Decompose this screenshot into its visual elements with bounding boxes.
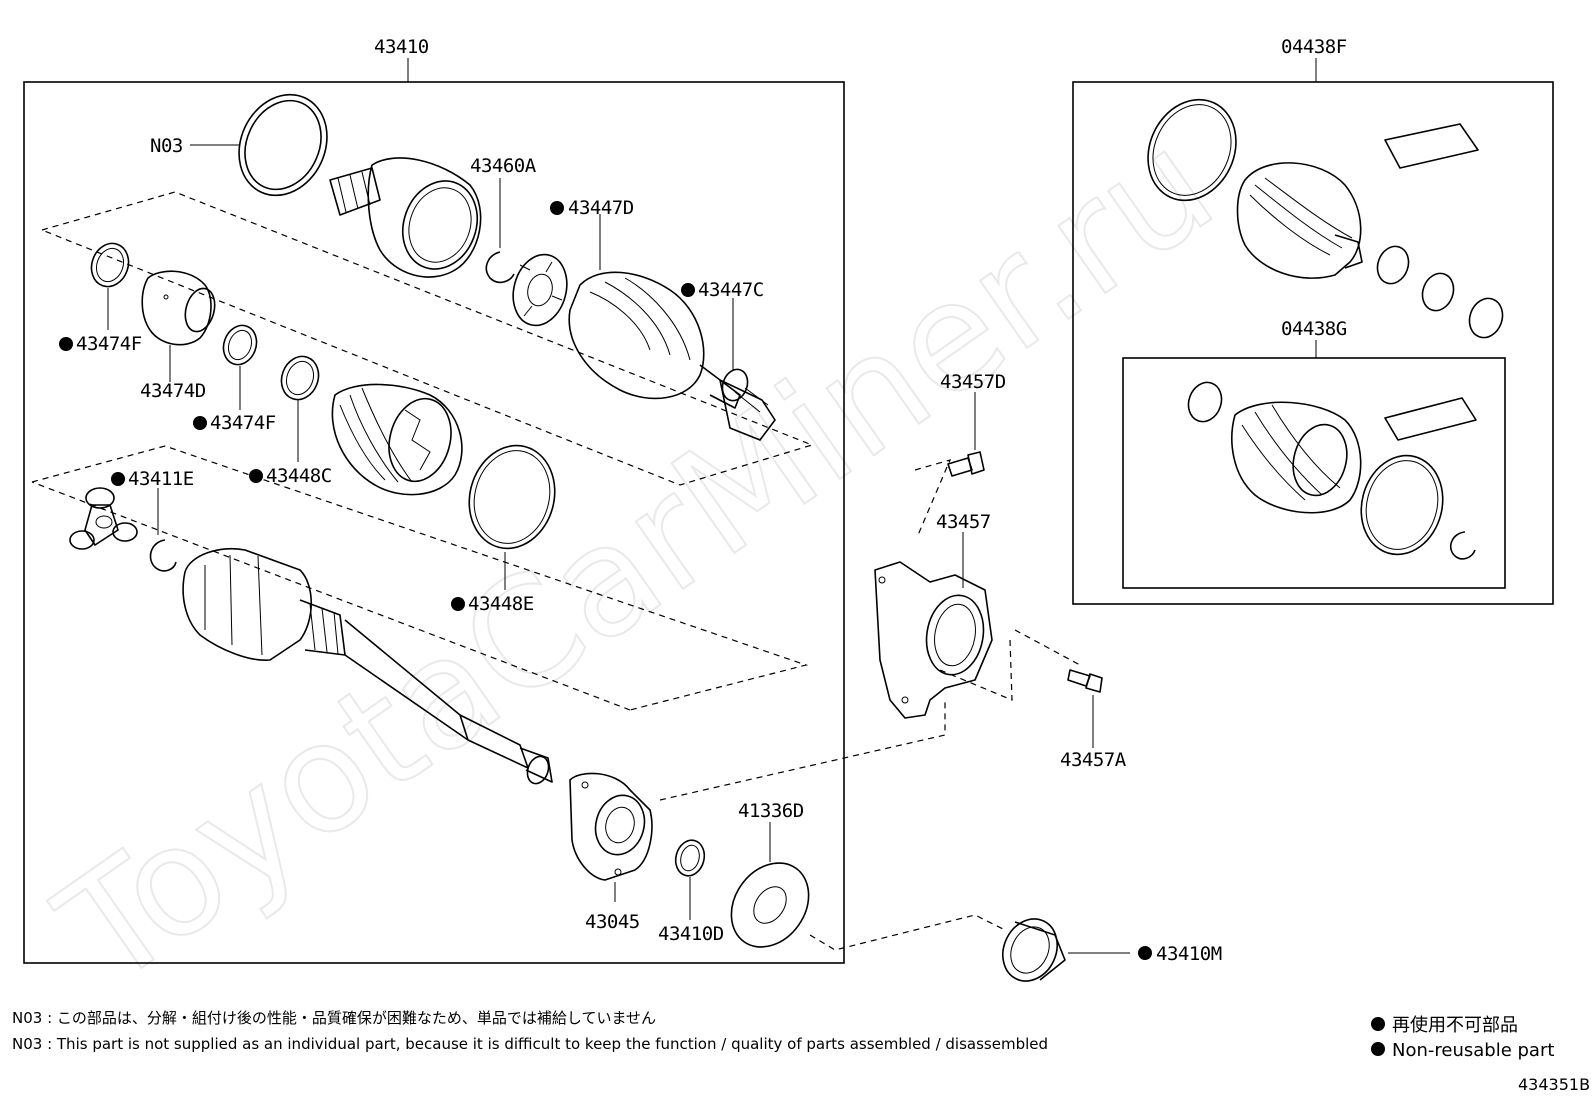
label-43474F-b[interactable]: 43474F xyxy=(210,412,276,434)
watermark: ToyotaCarMiner.ru xyxy=(30,98,1243,1020)
note-en: N03 : This part is not supplied as an in… xyxy=(12,1035,1048,1053)
label-43410[interactable]: 43410 xyxy=(374,36,429,58)
label-n03[interactable]: N03 xyxy=(150,135,183,157)
kit-g-parts[interactable] xyxy=(1183,378,1477,564)
bolt-43457D[interactable] xyxy=(947,451,985,477)
washer-41336D[interactable] xyxy=(716,848,825,962)
clamp-43447C[interactable] xyxy=(718,366,751,404)
label-41336D[interactable]: 41336D xyxy=(738,800,804,822)
legend-jp: 再使用不可部品 xyxy=(1392,1015,1518,1036)
seal-43410M[interactable] xyxy=(993,910,1067,990)
note-jp: N03 : この部品は、分解・組付け後の性能・品質確保が困難なため、単品では補給… xyxy=(12,1009,656,1027)
label-43457A[interactable]: 43457A xyxy=(1060,749,1127,771)
label-43448E[interactable]: 43448E xyxy=(468,593,534,615)
boot-inboard[interactable] xyxy=(331,383,463,496)
label-04438G[interactable]: 04438G xyxy=(1281,318,1347,340)
legend-bullet-en xyxy=(1371,1042,1385,1056)
kit-f-parts[interactable] xyxy=(1132,85,1508,342)
label-43410M[interactable]: 43410M xyxy=(1156,943,1222,965)
clamp-43448E[interactable] xyxy=(458,436,566,558)
nonreusable-43447C xyxy=(681,283,695,297)
bolt-43457A[interactable] xyxy=(1067,669,1103,693)
label-43460A[interactable]: 43460A xyxy=(470,155,537,177)
dashed-outlines xyxy=(31,191,1081,951)
label-43457D[interactable]: 43457D xyxy=(940,371,1006,393)
group-43410: 43410 xyxy=(23,36,845,964)
clamp-43474F-b[interactable] xyxy=(218,321,262,370)
label-43447D[interactable]: 43447D xyxy=(568,197,634,219)
label-43045[interactable]: 43045 xyxy=(585,911,640,933)
label-43474D[interactable]: 43474D xyxy=(140,380,206,402)
legend-bullet-jp xyxy=(1371,1017,1385,1031)
label-43457[interactable]: 43457 xyxy=(936,511,991,533)
tripod-43411E[interactable] xyxy=(69,487,138,550)
figure-id: 434351B xyxy=(1518,1075,1590,1094)
nonreusable-43447D xyxy=(550,201,564,215)
nonreusable-43474F-a xyxy=(59,337,73,351)
nonreusable-43411E xyxy=(111,472,125,486)
snap-ring-43411E[interactable] xyxy=(149,539,177,572)
legend-en: Non-reusable part xyxy=(1392,1040,1554,1061)
snap-ring-43460A[interactable] xyxy=(485,251,515,284)
inner-race[interactable] xyxy=(506,248,575,331)
nonreusable-43448C xyxy=(249,469,263,483)
damper-43474D[interactable] xyxy=(141,270,219,346)
nonreusable-43474F-b xyxy=(193,416,207,430)
nonreusable-43448E xyxy=(451,597,465,611)
label-43410D[interactable]: 43410D xyxy=(658,923,724,945)
clamp-43474F-a[interactable] xyxy=(86,238,135,292)
inboard-joint-shaft[interactable] xyxy=(182,548,553,787)
label-43448C[interactable]: 43448C xyxy=(266,465,332,487)
label-43447C[interactable]: 43447C xyxy=(698,279,764,301)
bearing-43045[interactable] xyxy=(569,772,653,881)
ring-n03[interactable] xyxy=(223,80,343,210)
clamp-43448C[interactable] xyxy=(276,351,325,405)
ring-43410D[interactable] xyxy=(672,837,708,879)
label-43411E[interactable]: 43411E xyxy=(128,468,194,490)
group-04438G: 04438G xyxy=(1122,318,1506,589)
label-43474F-a[interactable]: 43474F xyxy=(76,333,142,355)
outer-cv-joint[interactable] xyxy=(329,157,489,280)
boot-outer-43447D[interactable] xyxy=(568,271,776,441)
group-04438F: 04438F xyxy=(1072,36,1554,605)
label-04438F[interactable]: 04438F xyxy=(1281,36,1347,58)
bracket-43457[interactable] xyxy=(874,561,993,719)
nonreusable-43410M xyxy=(1138,946,1152,960)
